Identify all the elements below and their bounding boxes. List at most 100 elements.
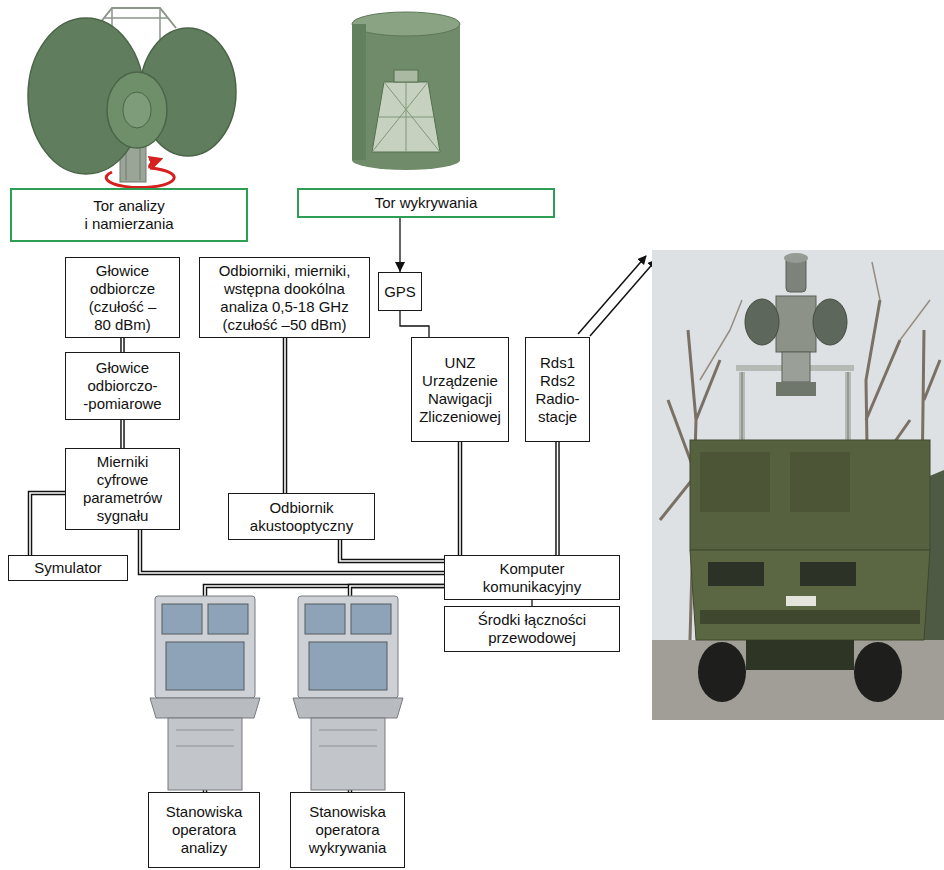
operator-console-part bbox=[298, 596, 398, 698]
detection-radome-part bbox=[352, 24, 366, 160]
connector-line bbox=[122, 420, 124, 448]
block-box: Głowice odbiorczo- -pomiarowe bbox=[65, 352, 180, 420]
operator-console bbox=[293, 596, 403, 790]
radio-link-arrows bbox=[578, 256, 656, 336]
vehicle-photo-part bbox=[652, 250, 944, 720]
operator-console-part bbox=[155, 596, 255, 698]
analysis-antenna-part bbox=[107, 72, 167, 148]
block-box: Odbiornik akustooptyczny bbox=[228, 493, 375, 540]
analysis-antenna bbox=[28, 8, 236, 188]
block-box: Odbiorniki, mierniki, wstępna dookólna a… bbox=[199, 257, 370, 338]
connector-line bbox=[557, 442, 559, 555]
vehicle-photo-part bbox=[700, 452, 770, 512]
block-box: Głowice odbiorcze (czułość –80 dBm) bbox=[65, 257, 180, 338]
block-box: Stanowiska operatora analizy bbox=[148, 792, 260, 868]
connector-line bbox=[400, 311, 429, 337]
operator-console-part bbox=[309, 642, 387, 690]
vehicle-photo-part bbox=[698, 642, 746, 702]
box-label: Stanowiska operatora analizy bbox=[153, 803, 255, 857]
vehicle-photo-part bbox=[786, 596, 816, 606]
box-label: Odbiorniki, mierniki, wstępna dookólna a… bbox=[203, 262, 366, 334]
connector-line bbox=[458, 442, 463, 555]
block-box: Stanowiska operatora wykrywania bbox=[290, 792, 405, 868]
connector bbox=[400, 218, 401, 272]
connector bbox=[400, 311, 429, 337]
operator-console-part bbox=[311, 718, 385, 790]
detection-radome-part bbox=[372, 82, 440, 152]
connector bbox=[557, 442, 558, 555]
connector-line bbox=[122, 338, 124, 352]
vehicle-photo-part bbox=[700, 262, 930, 380]
detection-radome-part bbox=[352, 150, 460, 170]
block-box: Rds1 Rds2 Radio- stacje bbox=[525, 337, 590, 442]
vehicle-photo-part bbox=[690, 550, 930, 640]
vehicle-photo-part bbox=[776, 296, 816, 352]
connector bbox=[460, 442, 461, 555]
box-label: Odbiornik akustooptyczny bbox=[233, 499, 370, 535]
box-label: Głowice odbiorczo- -pomiarowe bbox=[71, 359, 174, 413]
vehicle-photo-part bbox=[813, 299, 847, 345]
track-box: Tor wykrywania bbox=[297, 188, 555, 218]
operator-console-part bbox=[319, 730, 377, 746]
detection-radome-part bbox=[394, 70, 418, 82]
connector bbox=[30, 493, 65, 555]
box-label: GPS bbox=[382, 283, 418, 301]
rotation-arrow bbox=[106, 168, 174, 188]
vehicle-photo-part bbox=[652, 640, 944, 720]
box-label: Komputer komunikacyjny bbox=[453, 560, 611, 596]
radio-link-arrows-part bbox=[578, 256, 646, 334]
box-label: Tor analizy i namierzania bbox=[67, 197, 191, 233]
box-label: Głowice odbiorcze (czułość –80 dBm) bbox=[71, 262, 174, 334]
connector-line bbox=[284, 338, 286, 493]
box-label: Mierniki cyfrowe parametrów sygnału bbox=[74, 453, 171, 525]
operator-console bbox=[150, 596, 260, 790]
vehicle-photo-part bbox=[745, 299, 779, 345]
box-label: Środki łączności przewodowej bbox=[453, 611, 611, 647]
vehicle-photo-part bbox=[790, 452, 850, 512]
block-box: Symulator bbox=[8, 555, 128, 581]
connector bbox=[122, 420, 123, 448]
radio-link-arrows-part bbox=[590, 260, 656, 336]
vehicle-photo bbox=[652, 250, 944, 720]
detection-radome-part bbox=[352, 12, 460, 36]
vehicle-photo-part bbox=[800, 562, 856, 586]
connector-line bbox=[340, 540, 444, 561]
connector-line bbox=[120, 420, 125, 448]
operator-console-part bbox=[150, 698, 260, 718]
connector-line bbox=[459, 442, 461, 555]
connector-line bbox=[30, 493, 65, 555]
operator-console-part bbox=[166, 642, 244, 690]
operator-console-part bbox=[351, 604, 391, 634]
connector-line bbox=[340, 540, 444, 561]
connector bbox=[340, 540, 444, 561]
vehicle-photo-part bbox=[690, 440, 930, 550]
connector bbox=[122, 338, 123, 352]
vehicle-photo-part bbox=[776, 382, 816, 396]
connector-line bbox=[120, 338, 125, 352]
block-box: GPS bbox=[378, 272, 422, 311]
operator-console-part bbox=[162, 604, 202, 634]
block-box: Środki łączności przewodowej bbox=[444, 606, 620, 652]
connector-line bbox=[283, 338, 288, 493]
vehicle-photo-part bbox=[746, 640, 854, 670]
box-label: UNZ Urządzenie Nawigacji Zliczeniowej bbox=[416, 354, 504, 426]
detection-radome bbox=[352, 12, 460, 170]
block-box: Mierniki cyfrowe parametrów sygnału bbox=[65, 448, 180, 530]
vehicle-photo-part bbox=[700, 610, 920, 624]
connector bbox=[285, 338, 286, 493]
connector-line bbox=[30, 493, 65, 555]
operator-console-part bbox=[305, 604, 345, 634]
box-label: Stanowiska operatora wykrywania bbox=[295, 803, 400, 857]
box-label: Rds1 Rds2 Radio- stacje bbox=[530, 354, 585, 426]
connector-line bbox=[399, 218, 400, 272]
detection-radome-part bbox=[352, 24, 460, 160]
connector-line bbox=[555, 442, 560, 555]
vehicle-photo-part bbox=[708, 562, 764, 586]
operator-console-part bbox=[168, 718, 242, 790]
vehicle-photo-part bbox=[854, 642, 902, 702]
analysis-antenna-part bbox=[123, 92, 151, 128]
block-box: Komputer komunikacyjny bbox=[444, 555, 620, 600]
operator-console-part bbox=[176, 730, 234, 746]
